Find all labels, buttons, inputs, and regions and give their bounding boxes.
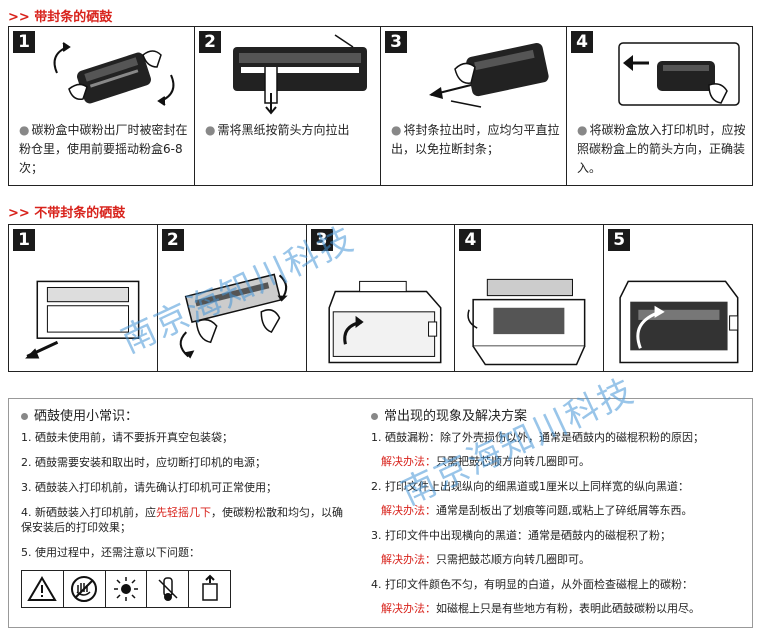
step-text: 将封条拉出时，应均匀平直拉出，以免拉断封条； [391,123,560,156]
step-number: 3 [385,31,407,53]
step-number: 2 [199,31,221,53]
solution-text: 如磁棍上只是有些地方有粉，表明此硒鼓碳粉以用尽。 [436,602,700,615]
bullet-icon [371,413,378,420]
step-text: 需将黑纸按箭头方向拉出 [217,123,350,137]
problem-item: 3. 打印文件中出现横向的黑道：通常是硒鼓内的磁棍积了粉； 解决办法：只需把鼓芯… [371,528,749,567]
pull-seal-illustration [429,43,549,108]
tip-item: 2. 硒鼓需要安装和取出时，应切断打印机的电源； [21,456,266,469]
shake-drum-illustration [179,273,288,359]
solution-label: 解决办法： [381,553,436,566]
unsealed-steps-panel: 1 2 3 [8,224,753,372]
no-touch-icon [64,571,106,607]
no-sunlight-icon [106,571,148,607]
warning-icons-bar [21,570,231,608]
solution-label: 解决办法： [381,602,436,615]
insert-cartridge-illustration [618,42,740,106]
tip-item: 4. 新硒鼓装入打印机前，应先轻摇几下，使碳粉松散和均匀，以确保安装后的打印效果… [21,506,343,534]
section-title-unsealed: >> 不带封条的硒鼓 [8,206,126,221]
sealed-steps-panel: 1 ●碳粉盒中碳粉出厂时被密封在粉仓里，使用前要摇动粉盒6-8次； 2 [8,26,753,186]
no-heat-icon [147,571,190,607]
step-number: 5 [608,229,631,251]
step-number: 4 [459,229,482,251]
tips-title: 硒鼓使用小常识： [34,409,139,424]
bullet-icon: ● [205,123,216,137]
problems-solutions: 常出现的现象及解决方案 1. 硒鼓漏粉：除了外壳损伤以外，通常是硒鼓内的磁棍积粉… [371,409,749,626]
solution-text: 通常是刮板出了划痕等问题,或粘上了碎纸屑等东西。 [436,504,693,517]
pull-black-paper-illustration [233,34,367,115]
install-drum-illustration [619,280,739,364]
remove-cover-illustration [25,280,140,359]
problem-text: 3. 打印文件中出现横向的黑道：通常是硒鼓内的磁棍积了粉； [371,529,671,542]
tip-item: 5. 使用过程中，还需注意以下问题： [21,546,200,559]
warning-icon [22,571,64,607]
problem-text: 4. 打印文件颜色不匀，有明显的白道，从外面检查磁棍上的碳粉： [371,578,693,591]
unsealed-step-1: 1 [9,225,158,371]
shake-cartridge-illustration [53,42,175,106]
step-number: 4 [571,31,593,53]
step-text: 碳粉盒中碳粉出厂时被密封在粉仓里，使用前要摇动粉盒6-8次； [19,123,188,175]
highlight-text: 先轻摇几下 [156,506,211,519]
solution-label: 解决办法： [381,455,436,468]
bullet-icon: ● [391,123,402,137]
sealed-step-3: 3 ●将封条拉出时，应均匀平直拉出，以免拉断封条； [381,27,567,185]
section-title-sealed: >> 带封条的硒鼓 [8,10,113,25]
keep-upright-icon [189,571,230,607]
problem-item: 2. 打印文件上出现纵向的细黑道或1厘米以上同样宽的纵向黑道： 解决办法：通常是… [371,479,749,518]
bullet-icon: ● [19,123,30,137]
solutions-title: 常出现的现象及解决方案 [384,409,528,424]
solution-label: 解决办法： [381,504,436,517]
sealed-step-4: 4 ●将碳粉盒放入打印机时，应按照碳粉盒上的箭头方向，正确装入。 [567,27,752,185]
solution-text: 只需把鼓芯顺方向转几圈即可。 [436,553,590,566]
tips-panel: 硒鼓使用小常识： 1. 硒鼓未使用前，请不要拆开真空包装袋； 2. 硒鼓需要安装… [8,398,753,628]
step-number: 1 [13,31,35,53]
problem-item: 4. 打印文件颜色不匀，有明显的白道，从外面检查磁棍上的碳粉： 解决办法：如磁棍… [371,577,749,616]
open-printer-illustration [328,280,442,364]
step-text: 将碳粉盒放入打印机时，应按照碳粉盒上的箭头方向，正确装入。 [577,123,746,175]
bullet-icon: ● [577,123,588,137]
usage-tips: 硒鼓使用小常识： 1. 硒鼓未使用前，请不要拆开真空包装袋； 2. 硒鼓需要安装… [21,409,351,608]
solution-text: 只需把鼓芯顺方向转几圈即可。 [436,455,590,468]
unsealed-step-5: 5 [604,225,752,371]
sealed-step-2: 2 ●需将黑纸按箭头方向拉出 [195,27,381,185]
unsealed-step-2: 2 [158,225,307,371]
cartridge-door-open-illustration [467,278,586,366]
step-number: 2 [161,229,184,251]
sealed-step-1: 1 ●碳粉盒中碳粉出厂时被密封在粉仓里，使用前要摇动粉盒6-8次； [9,27,195,185]
unsealed-step-4: 4 [455,225,605,371]
tip-item: 3. 硒鼓装入打印机前，请先确认打印机可正常使用； [21,481,277,494]
unsealed-step-3: 3 [307,225,456,371]
step-number: 1 [13,229,35,251]
problem-text: 2. 打印文件上出现纵向的细黑道或1厘米以上同样宽的纵向黑道： [371,480,689,493]
bullet-icon [21,413,28,420]
step-number: 3 [310,229,333,251]
tip-item: 1. 硒鼓未使用前，请不要拆开真空包装袋； [21,431,233,444]
problem-item: 1. 硒鼓漏粉：除了外壳损伤以外，通常是硒鼓内的磁棍积粉的原因； 解决办法：只需… [371,430,749,469]
problem-text: 1. 硒鼓漏粉：除了外壳损伤以外，通常是硒鼓内的磁棍积粉的原因； [371,431,704,444]
